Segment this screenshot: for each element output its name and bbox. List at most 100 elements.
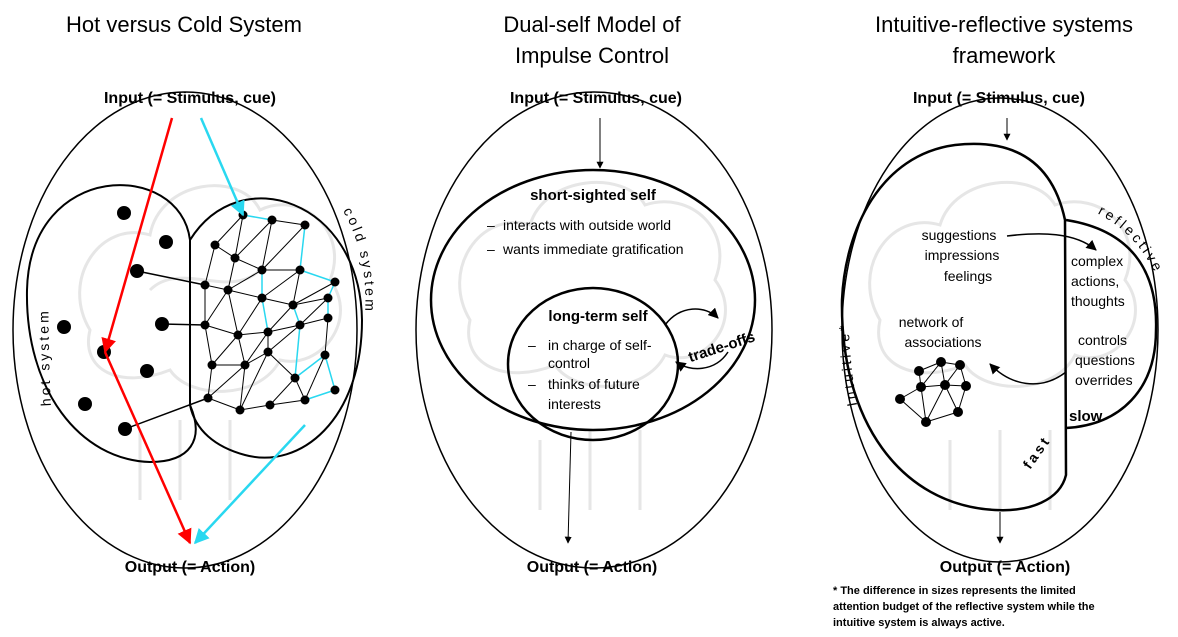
cold-network-edge	[204, 324, 239, 336]
association-node	[940, 380, 950, 390]
cold-network-edge	[211, 334, 239, 366]
cold-network-node	[265, 400, 275, 410]
cold-system-network	[200, 210, 340, 415]
hot-system-node	[130, 264, 144, 278]
cold-network-node	[320, 350, 330, 360]
complex-line2: actions,	[1071, 273, 1119, 289]
short-bullet-2: –	[487, 241, 495, 257]
cold-network-node	[295, 320, 305, 330]
cold-network-node	[263, 347, 273, 357]
panel3-output-label: Output (= Action)	[940, 559, 1071, 576]
hot-system-node	[97, 345, 111, 359]
panel1-title: Hot versus Cold System	[66, 12, 302, 37]
cold-network-node	[290, 373, 300, 383]
cold-network-edge	[227, 289, 263, 299]
cold-network-edge	[299, 297, 329, 326]
cold-network-edge	[237, 297, 263, 336]
cold-network-edge	[234, 257, 263, 271]
controls-line3: overrides	[1075, 372, 1133, 388]
cold-network-node	[210, 240, 220, 250]
panel3-brain-watermark	[868, 180, 1137, 510]
cold-network-edge	[227, 289, 239, 336]
cold-network-node	[323, 313, 333, 323]
panel2-brain-watermark	[458, 180, 727, 510]
cold-network-edge	[292, 297, 329, 306]
association-network	[895, 357, 971, 427]
cold-network-edge	[261, 219, 273, 271]
controls-line2: questions	[1075, 352, 1135, 368]
cold-network-edge	[244, 331, 269, 366]
suggestions-line1: suggestions	[922, 227, 997, 243]
short-item-2: wants immediate gratification	[502, 241, 684, 257]
hot-system-node	[78, 397, 92, 411]
cold-network-edge	[239, 351, 269, 411]
cold-network-node	[330, 277, 340, 287]
long-item-1-line2: control	[548, 355, 590, 371]
cold-network-edge	[207, 364, 213, 399]
cold-network-edge	[239, 364, 246, 411]
cold-network-edge	[324, 317, 329, 356]
panel1-output-label: Output (= Action)	[125, 559, 256, 576]
cold-network-edge	[239, 404, 271, 411]
hot-pathway-arrow	[101, 117, 192, 545]
hot-system-label: hot system	[35, 308, 53, 406]
hot-system-node	[57, 320, 71, 334]
trade-offs-arrows	[664, 307, 729, 372]
cold-network-node	[263, 327, 273, 337]
cold-network-cyan-edge	[299, 269, 336, 283]
cold-network-edge	[227, 257, 236, 291]
association-edge	[925, 384, 946, 423]
long-bullet-1: –	[528, 337, 536, 353]
cold-network-edge	[207, 364, 246, 399]
association-edge	[925, 411, 959, 423]
association-node	[936, 357, 946, 367]
panel1-brain-watermark	[78, 184, 342, 500]
hot-system-node	[117, 206, 131, 220]
cold-network-node	[267, 215, 277, 225]
panel-hot-cold: Hot versus Cold System Input (= Stimulus…	[12, 12, 375, 576]
short-sighted-self-ellipse	[429, 168, 757, 432]
suggestions-line3: feelings	[944, 268, 992, 284]
cold-network-cyan-edge	[294, 354, 326, 379]
cold-network-edge	[234, 219, 273, 259]
cold-network-cyan-edge	[242, 214, 273, 221]
association-edge	[920, 386, 927, 423]
cold-network-cyan-edge	[324, 354, 336, 391]
cold-network-edge	[292, 269, 301, 306]
panel3-title-line1: Intuitive-reflective systems	[875, 12, 1133, 37]
cold-network-node	[330, 385, 340, 395]
panel-dual-self: Dual-self Model of Impulse Control Input…	[415, 12, 773, 576]
association-node	[914, 366, 924, 376]
hot-cold-links	[124, 270, 209, 430]
cold-network-node	[300, 220, 310, 230]
footnote-line2: attention budget of the reflective syste…	[833, 601, 1095, 613]
long-item-1-line1: in charge of self-	[548, 337, 652, 353]
network-line2: associations	[904, 334, 981, 350]
hot-system-region	[25, 184, 197, 464]
cold-network-node	[257, 265, 267, 275]
association-node	[955, 360, 965, 370]
cold-network-node	[257, 293, 267, 303]
panel2-output-arrow	[564, 431, 572, 544]
cold-network-node	[323, 293, 333, 303]
cold-network-edge	[261, 297, 294, 306]
hot-cold-link	[124, 397, 209, 430]
cold-network-edge	[267, 304, 294, 333]
cold-network-edge	[269, 399, 306, 406]
association-edge	[920, 361, 942, 388]
cold-system-region	[189, 197, 364, 459]
hot-system-node	[155, 317, 169, 331]
panel1-input-label: Input (= Stimulus, cue)	[104, 90, 276, 107]
cold-network-edge	[234, 214, 244, 259]
cold-network-node	[230, 253, 240, 263]
cold-network-cyan-edge	[304, 389, 336, 401]
intuitive-system-region	[840, 142, 1068, 512]
panel1-outer-ellipse	[12, 91, 358, 569]
cold-network-edge	[267, 324, 301, 353]
cold-network-edge	[261, 269, 301, 299]
association-node	[953, 407, 963, 417]
short-sighted-self-title: short-sighted self	[530, 187, 657, 204]
cold-network-edge	[237, 331, 269, 336]
